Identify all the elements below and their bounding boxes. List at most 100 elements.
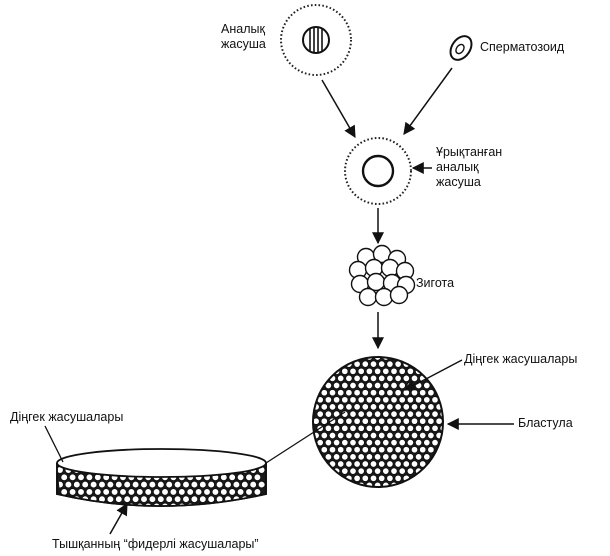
blastula-cell [345,445,353,454]
blastula-cell [357,396,365,404]
feeder-cell [211,502,220,506]
blastula-cell [345,460,353,468]
blastula-cell [361,445,370,454]
blastula-cell [414,396,423,404]
blastula-cell [336,445,345,454]
blastula-cell [373,438,382,447]
blastula-cell [349,381,357,390]
blastula-cell [377,374,386,383]
blastula-cell [316,410,324,418]
blastula-cell [377,460,386,468]
blastula-cell [377,417,386,425]
feeder-cell [236,502,245,506]
feeder-cell [240,480,249,489]
blastula-cell [402,388,411,397]
feeder-cell [60,502,69,506]
blastula-cell [324,396,333,404]
blastula-cell [382,396,390,404]
blastula-cell [369,388,378,397]
feeder-cell [127,488,136,496]
blastula-cell [377,403,386,411]
feeder-cell [152,502,161,506]
feeder-cell [182,480,190,489]
zygote-cell [358,287,378,307]
transfer-line [265,411,346,464]
blastula-cell [349,424,357,433]
feeder-cell [144,488,153,496]
blastula-cell [353,460,361,468]
blastula-cell [353,374,361,383]
feeder-cell [98,480,106,489]
blastula-cell [328,445,337,454]
egg-cell [280,4,352,76]
blastula-cell [423,438,431,447]
blastula-cell [386,417,394,425]
feeder-cell [85,502,94,506]
blastula-cell [324,410,333,418]
blastula-cell [427,445,435,454]
blastula-cell [373,367,382,376]
blastula-cell [373,467,382,475]
feeder-cell [135,488,144,496]
blastula-cell [365,438,374,447]
blastula-cell [313,417,320,425]
blastula-cell [361,474,370,483]
feeder-cell [177,488,186,496]
blastula-cell [365,396,374,404]
blastula-cell [398,367,406,376]
stem-cells-blastula-label: Діңгек жасушалары [464,352,578,366]
blastula-cell [332,424,341,433]
feeder-cell [165,495,174,504]
blastula-cell [402,431,411,440]
zygote-cell [389,285,409,305]
blastula-cell [365,424,374,433]
feeder-cell [156,480,165,489]
blastula-cell [414,410,423,418]
feeder-cell [161,502,169,506]
blastula-cell [394,374,402,383]
blastula-cell [361,360,370,368]
blastula-cell [341,453,349,461]
zygote-cluster [348,244,416,307]
blastula-cell [349,367,357,376]
feeder-cell [253,502,262,506]
blastula-cell [357,453,365,461]
feeder-cell [228,502,237,506]
blastula-cell [377,388,386,397]
blastula-cell [390,467,398,475]
blastula-cell [410,445,419,454]
feeder-cell [68,488,77,496]
blastula-cell [386,403,394,411]
blastula-cell [410,374,419,383]
zygote-cell [374,287,394,307]
blastula-cell [357,381,365,390]
blastula-cell [349,453,357,461]
blastula-cell [349,396,357,404]
feeder-cell [232,480,241,489]
blastula-cell [390,453,398,461]
egg-nucleus-stripes-icon [309,27,323,53]
pointer-stem-cells-dish [44,425,64,463]
blastula-cell [406,453,415,461]
feeder-cell [148,480,157,489]
blastula-cell [382,424,390,433]
blastula-cell [365,367,374,376]
blastula-cell [341,367,349,376]
blastula-cell [320,417,329,425]
blastula-cell [406,410,415,418]
blastula-cell [357,438,365,447]
blastula-cell [349,410,357,418]
feeder-cell [110,488,119,496]
blastula-cell [373,410,382,418]
blastula-cell [345,374,353,383]
blastula-cell [390,410,398,418]
blastula-cell [361,417,370,425]
blastula-cell [336,417,345,425]
blastula-cell [353,417,361,425]
blastula-cell [402,417,411,425]
blastula-cell [386,388,394,397]
blastula-cell [341,467,349,475]
blastula-cell [410,431,419,440]
blastula-cell [382,410,390,418]
blastula-cell [423,396,431,404]
